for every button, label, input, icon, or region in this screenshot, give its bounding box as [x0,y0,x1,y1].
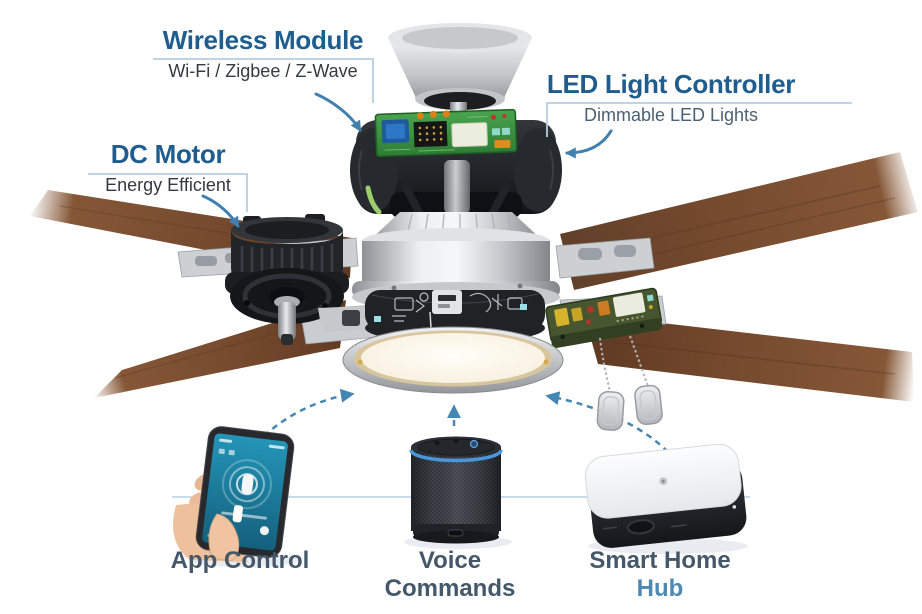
dc-motor-arrow [201,194,240,228]
callout-wireless-module: Wireless Module Wi-Fi / Zigbee / Z-Wave [153,26,373,81]
device-label-voice-commands: Voice Commands [384,547,516,602]
motor-shaft [278,302,296,340]
dc-motor-bracket [88,173,248,212]
pull-chain-pendant [596,390,625,431]
led-controller-pcb [545,287,663,349]
callout-led-light-controller: LED Light Controller Dimmable LED Lights [546,70,796,125]
thumb [208,513,240,562]
led-controller-subtitle: Dimmable LED Lights [583,104,759,125]
wireless-module-pcb [374,108,518,158]
wireless-module-title: Wireless Module [162,25,364,55]
device-label-app-control: App Control [170,547,310,574]
smart-speaker-illustration [404,436,512,549]
dc-motor-unit [225,214,349,345]
circuit-markings [392,292,523,322]
callout-brackets [88,58,852,212]
device-label-smart-home-hub: Smart Home Hub [589,547,731,602]
callout-arrows [201,92,613,228]
wireless-module-subtitle: Wi-Fi / Zigbee / Z-Wave [168,60,358,81]
speaker-light-ring [409,449,503,463]
ic-chip [413,120,448,148]
dc-motor-subtitle: Energy Efficient [105,174,231,195]
led-controller-bracket [546,102,852,137]
fan-remote-icon [241,474,254,495]
callout-dc-motor: DC Motor Energy Efficient [88,140,248,195]
pull-chain-pendant [634,384,663,426]
cable-tie [365,185,382,215]
app-to-fan-arrow [263,388,355,437]
led-light [342,326,564,394]
wireless-module-bracket [153,58,374,103]
dc-motor-title: DC Motor [110,139,226,169]
ceiling-canopy [388,23,532,144]
smart-hub-illustration [584,443,748,554]
led-controller-title: LED Light Controller [546,69,796,99]
slider-knob [232,505,243,523]
pull-chains [596,335,663,431]
wireless-module-arrow [314,92,362,132]
smartphone-illustration [173,426,300,567]
led-controller-arrow [564,129,613,159]
